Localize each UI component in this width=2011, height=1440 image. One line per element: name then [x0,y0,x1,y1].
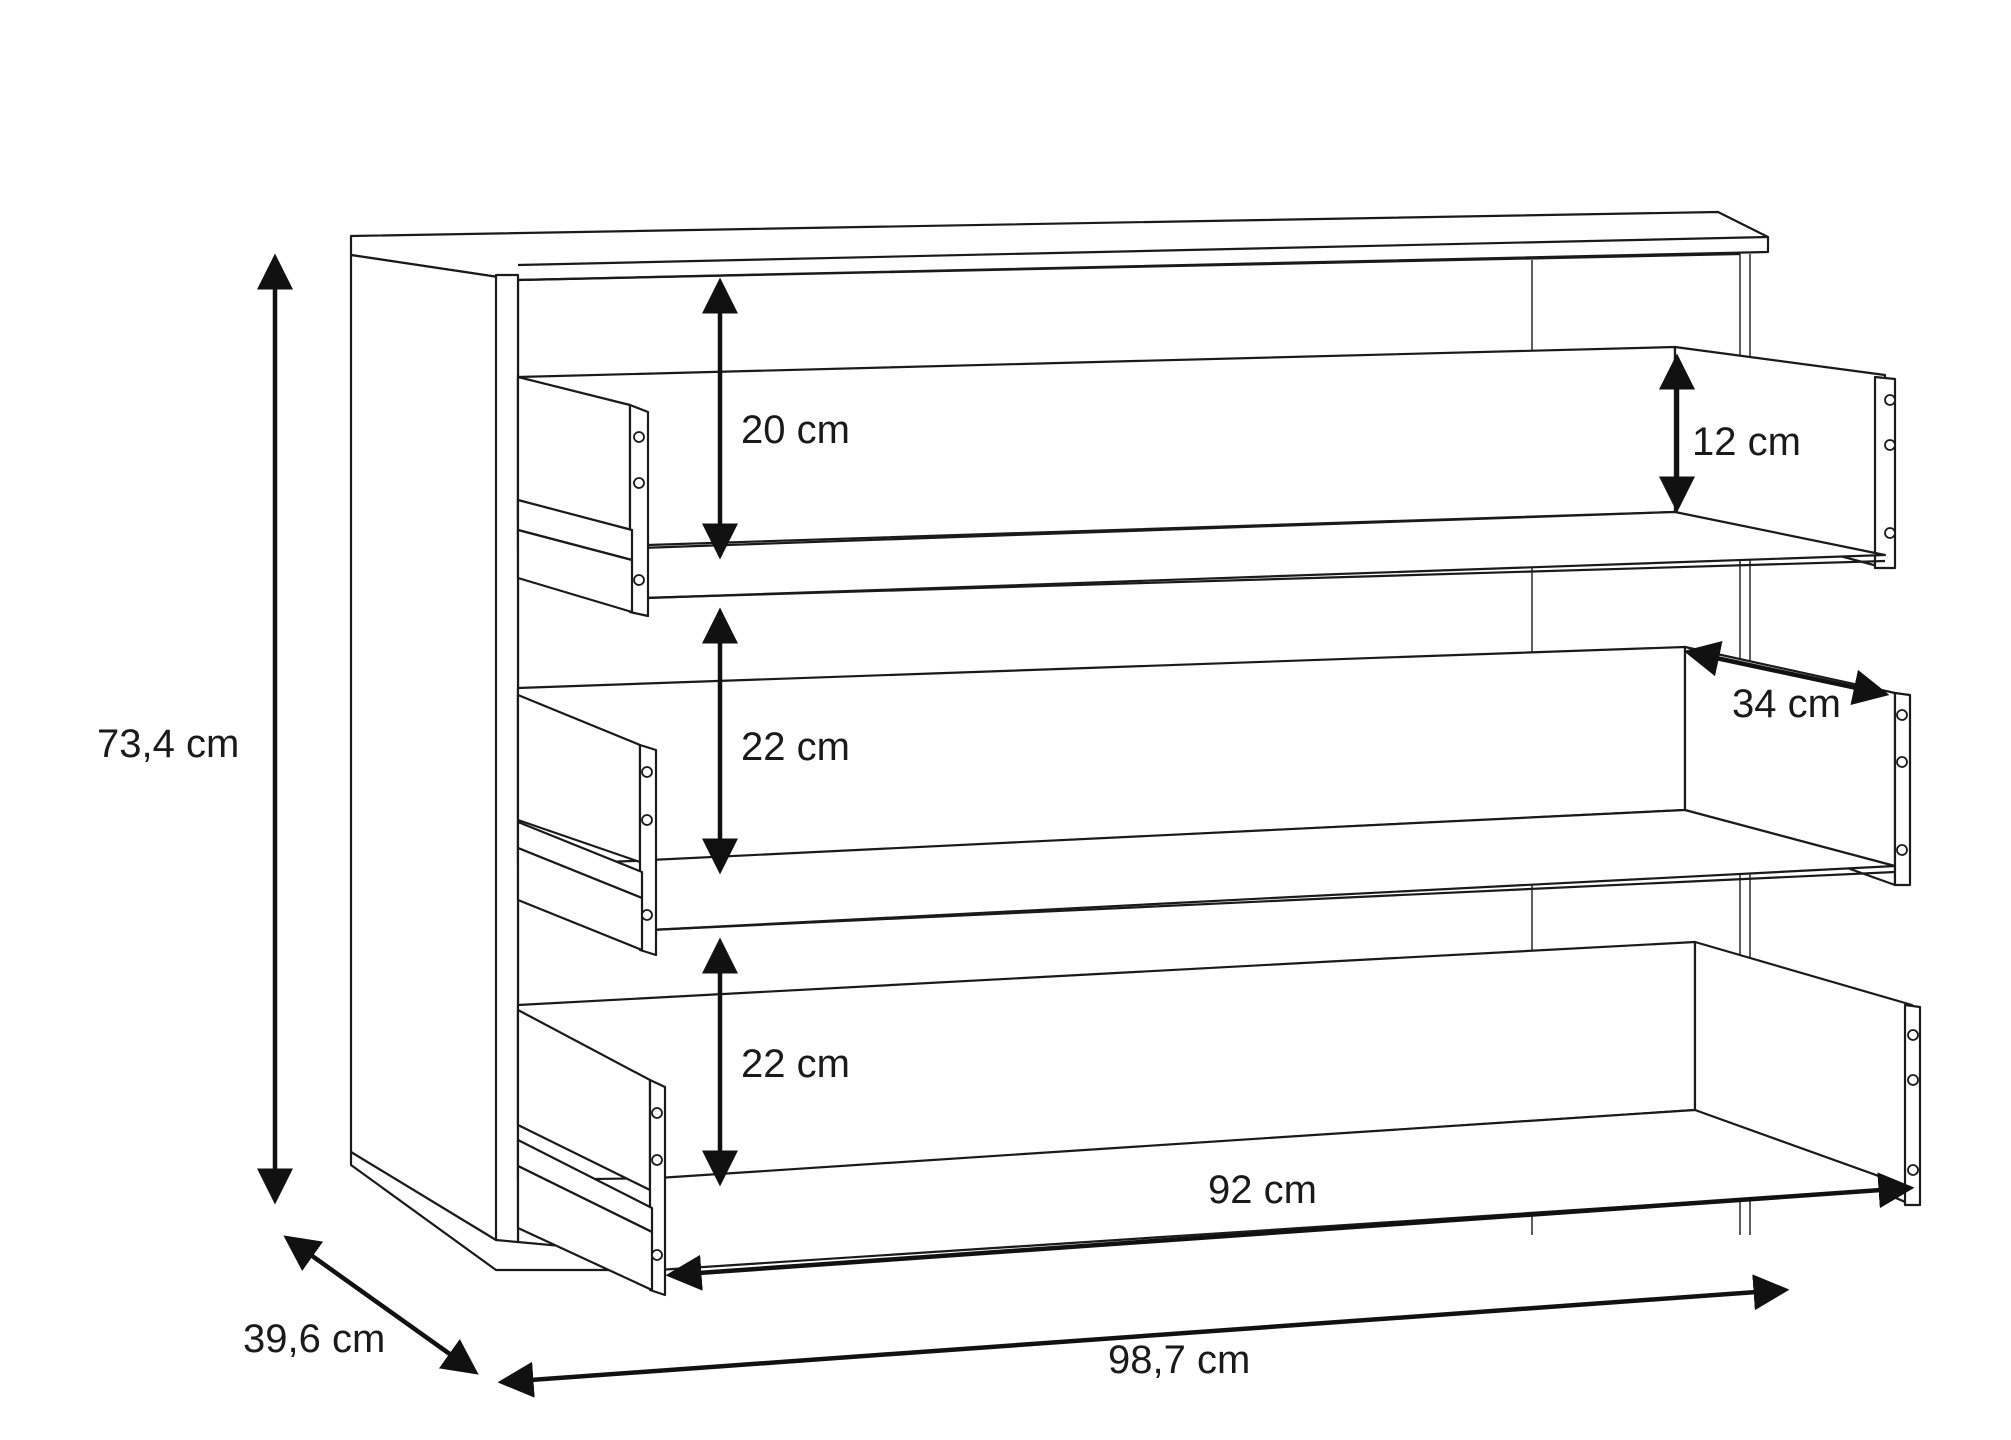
total-width-label: 98,7 cm [1108,1338,1250,1382]
cabinet-top-panel [349,210,1770,282]
depth-arrow [283,1235,479,1375]
depth-label: 39,6 cm [243,1317,385,1361]
drawer-inner-width-arrow [665,1172,1915,1291]
drawer-3-height-label: 22 cm [741,1042,850,1086]
drawer-3-right-front [1903,1003,1922,1207]
total-width-arrow [497,1274,1790,1398]
drawer-inner-width-label: 92 cm [1208,1168,1317,1212]
drawer-3 [516,940,1922,1297]
total-height-label: 73,4 cm [97,722,239,766]
dimension-lines [257,253,1915,1398]
drawer-1 [516,345,1897,618]
drawer-2-left-side-lower [516,846,644,952]
drawer-2-height-label: 22 cm [741,725,850,769]
cabinet-front-left-post [494,273,520,1257]
drawer-2 [516,645,1912,957]
drawer-1-right-front [1873,375,1897,570]
drawer-1-side-label: 12 cm [1692,420,1801,464]
drawer-2-right-front [1893,691,1912,887]
cabinet-left-side [349,253,520,1272]
drawer-2-depth-arrow [1683,640,1890,706]
drawer-1-left-side-lower [516,528,634,614]
drawer-pins [633,394,1919,1261]
drawer-1-height-label: 20 cm [741,408,850,452]
drawer-2-depth-label: 34 cm [1732,682,1841,726]
dimension-labels: 73,4 cm 39,6 cm 98,7 cm 20 cm 12 cm 22 c… [97,408,1841,1382]
